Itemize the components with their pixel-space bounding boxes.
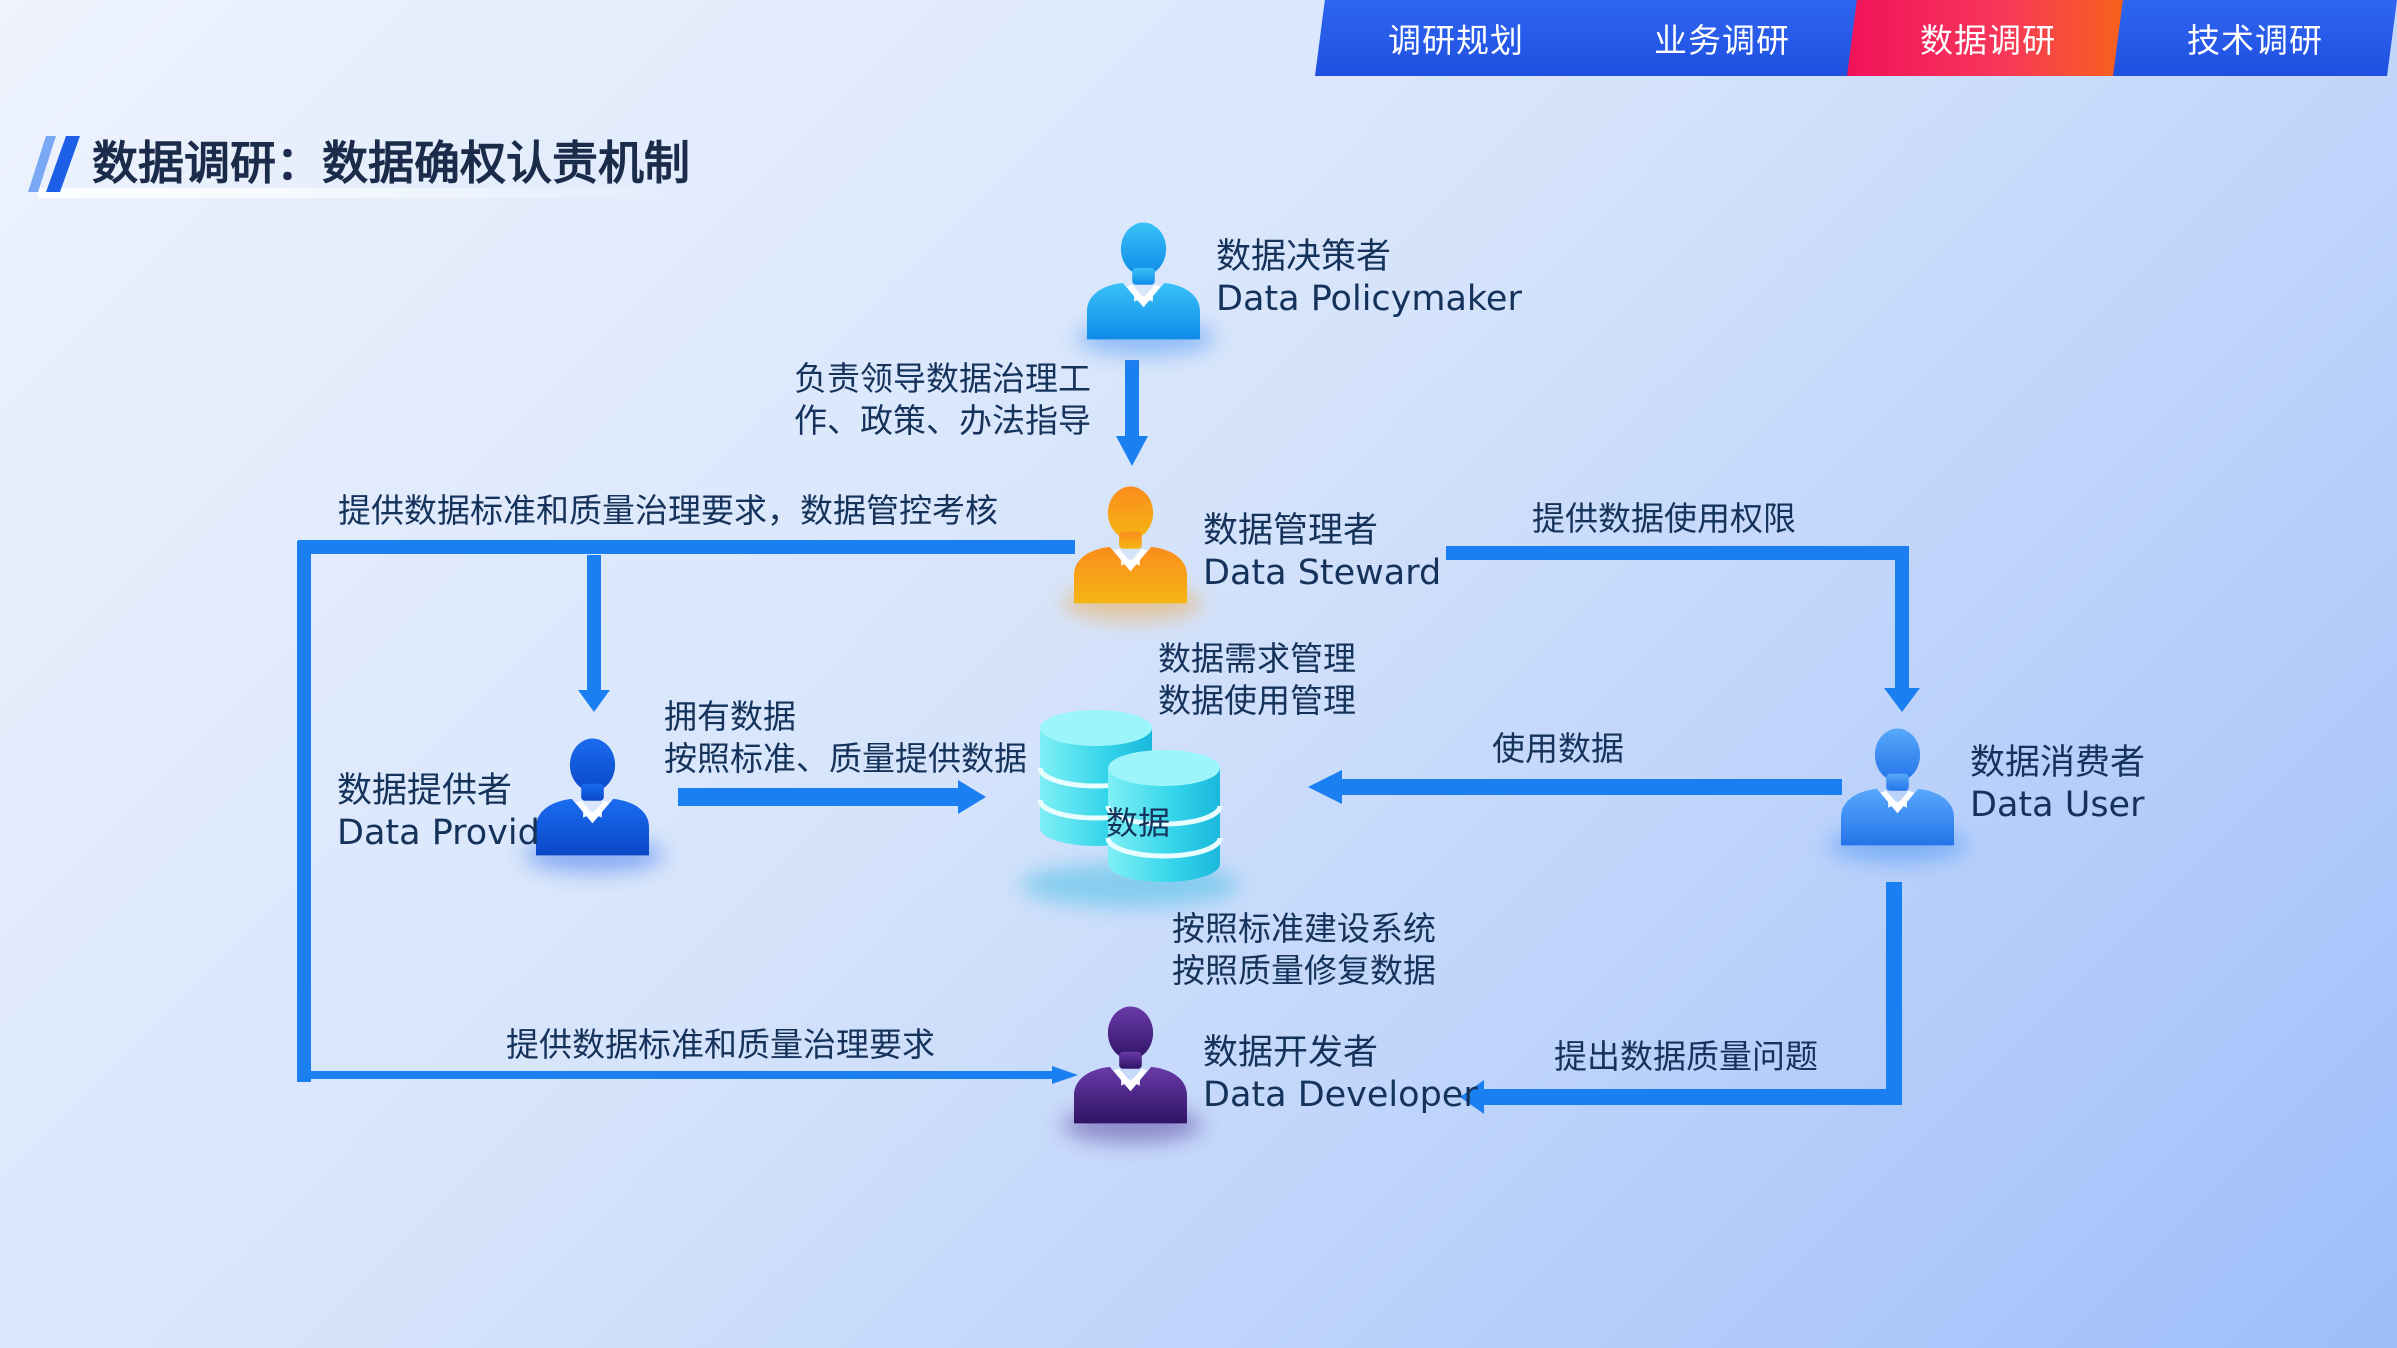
arrowhead-down-user [1884,688,1920,712]
role-policymaker-cn: 数据决策者 [1216,237,1392,277]
arrowhead-left-data [1308,770,1342,804]
arrowhead-right-data [958,780,986,814]
tab-label: 业务调研 [1654,21,1790,60]
tab-label: 技术调研 [2187,21,2323,60]
role-steward-cn: 数据管理者 [1203,511,1379,551]
role-user-cn: 数据消费者 [1970,743,2146,783]
flow-provider-to-data-line2: 按照标准、质量提供数据 [664,739,1027,778]
arrowhead-left-developer [1460,1080,1484,1114]
title-slash-icon [28,136,80,192]
flow-steward-to-user: 提供数据使用权限 [1532,499,1796,538]
flow-developer-data-line2: 按照质量修复数据 [1172,951,1436,990]
flow-policymaker-to-steward-line2: 作、政策、办法指导 [794,401,1091,440]
role-steward-en: Data Steward [1203,553,1442,593]
person-steward-icon [1074,486,1187,604]
flow-provider-to-data-line1: 拥有数据 [664,697,796,736]
tab-label: 数据调研 [1920,21,2056,60]
tab-tech-research[interactable]: 技术调研 [2113,0,2397,76]
connectors [297,360,1909,1105]
flow-steward-data-line2: 数据使用管理 [1158,681,1356,720]
role-policymaker-en: Data Policymaker [1216,279,1522,319]
arrowhead-right-developer [1052,1066,1078,1084]
role-user-en: Data User [1970,785,2145,825]
tab-business-research[interactable]: 业务调研 [1581,0,1863,76]
database-label: 数据 [1106,804,1171,842]
arrowhead-down-steward [1116,436,1148,466]
tab-data-research[interactable]: 数据调研 [1847,0,2129,76]
title-underline [38,188,728,198]
flow-steward-to-provider: 提供数据标准和质量治理要求，数据管控考核 [338,491,998,530]
person-provider-icon [536,738,649,856]
role-provider-en: Data Provid [337,813,540,853]
role-provider-cn: 数据提供者 [337,771,513,811]
person-developer-icon [1074,1006,1187,1124]
flow-policymaker-to-steward-line1: 负责领导数据治理工 [794,359,1091,398]
flow-steward-to-developer: 提供数据标准和质量治理要求 [506,1025,935,1064]
flow-user-to-developer: 提出数据质量问题 [1554,1037,1818,1076]
role-developer-cn: 数据开发者 [1203,1033,1379,1073]
tab-label: 调研规划 [1388,21,1524,60]
flow-developer-data-line1: 按照标准建设系统 [1172,909,1436,948]
flow-steward-data-line1: 数据需求管理 [1158,639,1356,678]
arrowheads [578,436,1920,1114]
page-title: 数据调研：数据确权认责机制 [92,136,690,190]
database-icon [1037,710,1223,882]
arrowhead-down-provider [578,690,610,712]
flow-user-to-data: 使用数据 [1492,729,1624,768]
tab-research-planning[interactable]: 调研规划 [1315,0,1597,76]
role-developer-en: Data Developer [1203,1075,1478,1115]
top-nav-tabs: 调研规划 业务调研 数据调研 技术调研 [1315,0,2397,76]
person-policymaker-icon [1087,222,1200,340]
person-user-icon [1841,728,1954,846]
